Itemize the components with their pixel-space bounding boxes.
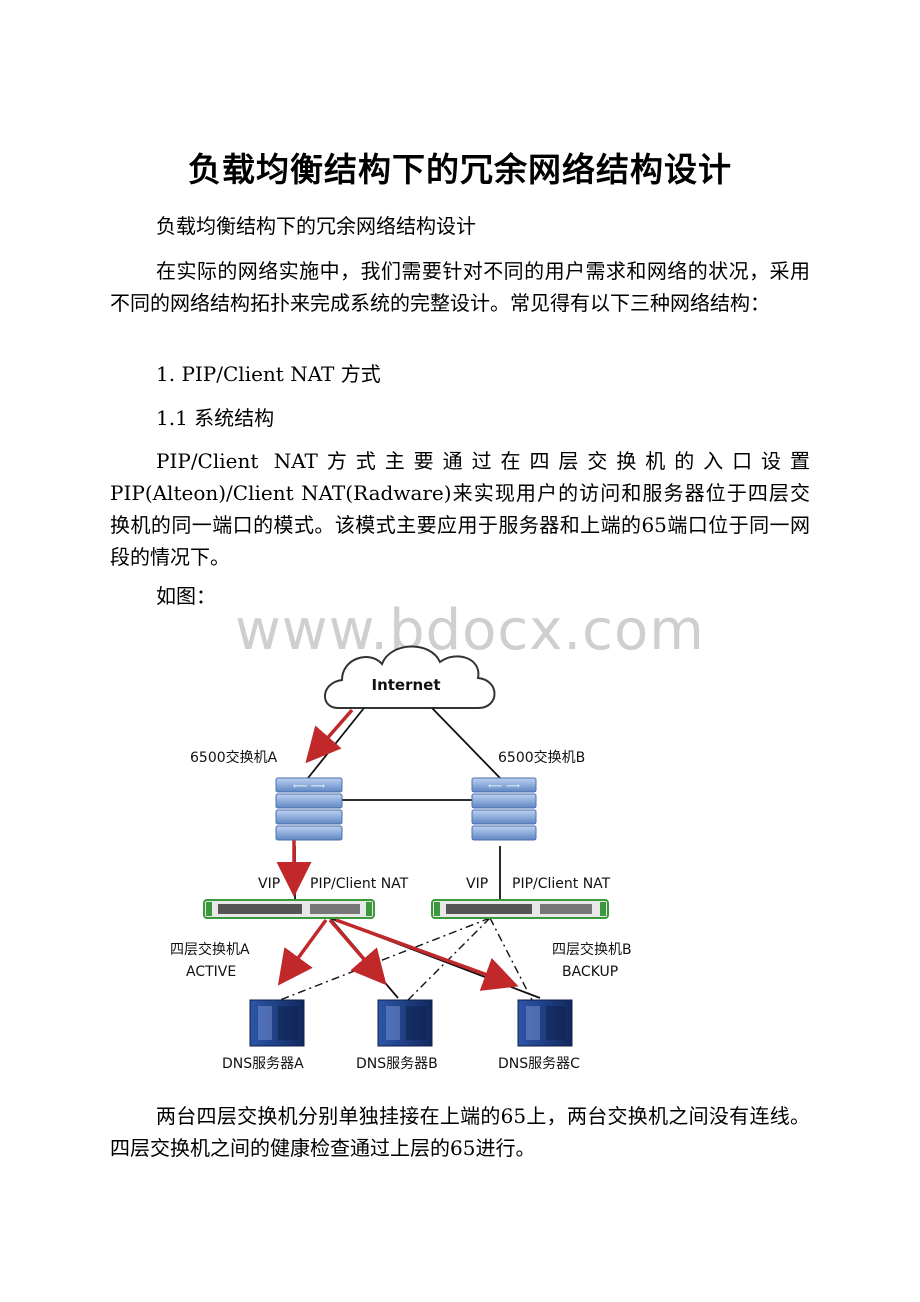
internet-cloud-icon: Internet	[324, 645, 496, 709]
server-a-label: DNS服务器A	[222, 1056, 304, 1072]
traffic-arrows	[276, 708, 519, 991]
intro-paragraph: 在实际的网络实施中，我们需要针对不同的用户需求和网络的状况，采用不同的网络结构拓…	[110, 259, 810, 315]
server-c-icon	[517, 999, 573, 1047]
switch-b-icon: ⟵ ⟶	[471, 777, 537, 841]
l4-switch-b-icon	[431, 899, 609, 919]
server-b-label: DNS服务器B	[356, 1056, 438, 1072]
server-b-icon	[377, 999, 433, 1047]
l4-b-name: 四层交换机B	[552, 941, 632, 958]
vip-a-label: VIP	[258, 876, 280, 892]
l4-a-state: ACTIVE	[186, 964, 236, 980]
switch-a-icon: ⟵ ⟶	[275, 777, 343, 841]
cloud-label: Internet	[371, 676, 440, 694]
pip-b-label: PIP/Client NAT	[512, 876, 611, 892]
subtitle-paragraph: 负载均衡结构下的冗余网络结构设计	[156, 214, 476, 238]
page-title: 负载均衡结构下的冗余网络结构设计	[188, 150, 732, 189]
switch-b-label: 6500交换机B	[498, 749, 585, 766]
description-paragraph: PIP/Client NAT方式主要通过在四层交换机的入口设置PIP(Alteo…	[110, 449, 810, 569]
l4-a-name: 四层交换机A	[170, 941, 250, 958]
server-c-label: DNS服务器C	[498, 1056, 580, 1072]
figure-intro: 如图：	[156, 584, 216, 608]
l4-b-state: BACKUP	[562, 964, 618, 980]
watermark: www.bdocx.com	[235, 598, 705, 663]
network-diagram: Internet	[170, 645, 632, 1072]
vip-b-label: VIP	[466, 876, 488, 892]
after-figure-paragraph: 两台四层交换机分别单独挂接在上端的65上，两台交换机之间没有连线。四层交换机之间…	[110, 1104, 810, 1160]
pip-a-label: PIP/Client NAT	[310, 876, 409, 892]
switch-a-label: 6500交换机A	[190, 749, 278, 766]
section-heading-1-1: 1.1 系统结构	[156, 406, 275, 430]
l4-switch-a-icon	[203, 899, 375, 919]
server-a-icon	[249, 999, 305, 1047]
svg-text:⟵ ⟶: ⟵ ⟶	[293, 781, 325, 792]
section-heading-1: 1. PIP/Client NAT 方式	[156, 362, 381, 386]
svg-text:⟵ ⟶: ⟵ ⟶	[488, 781, 520, 792]
